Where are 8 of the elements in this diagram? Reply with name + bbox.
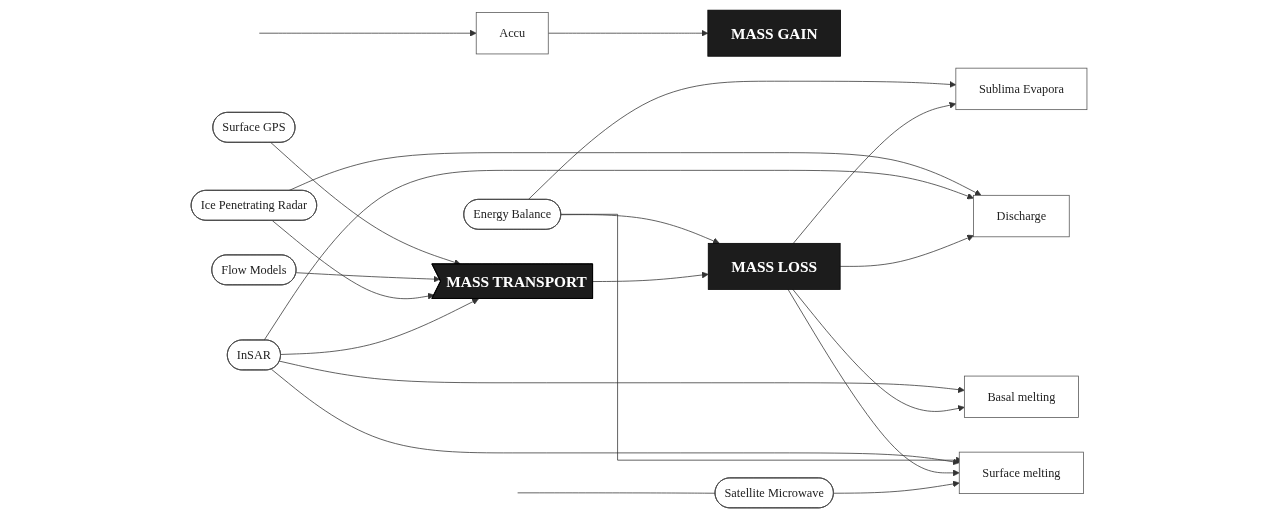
connector: [517, 491, 717, 494]
node-box: Surface melting: [959, 451, 1085, 494]
node-box: Accu: [476, 11, 550, 54]
node-box: MASS GAIN: [707, 9, 842, 57]
node-box: Discharge: [973, 194, 1071, 237]
node-box: Basal melting: [964, 375, 1080, 418]
node-box: Sublima Evapora: [955, 67, 1088, 110]
node-box: MASS LOSS: [708, 242, 841, 290]
